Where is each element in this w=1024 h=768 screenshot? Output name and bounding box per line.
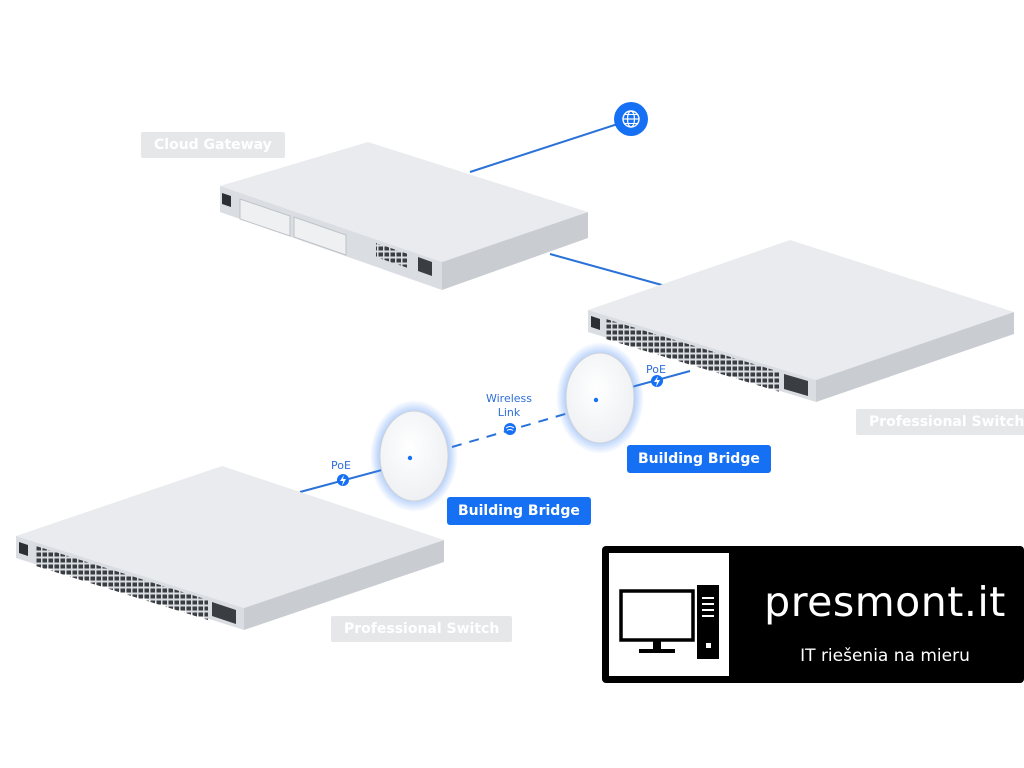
wireless-link-label: Wireless Link — [484, 392, 534, 420]
globe-icon — [614, 102, 648, 136]
poe-left-label: PoE — [331, 459, 351, 472]
computer-icon — [619, 585, 719, 659]
cloud-gateway-label: Cloud Gateway — [141, 132, 285, 158]
bridge-right-device — [556, 342, 644, 454]
logo-tagline: IT riešenia na mieru — [800, 646, 970, 666]
wireless-label-line1: Wireless — [485, 392, 533, 405]
poe-left-lightning-bolt-icon — [337, 474, 349, 486]
logo-name: presmont.it — [764, 578, 1006, 626]
switch-left-label: Professional Switch — [331, 616, 513, 642]
poe-right-label: PoE — [646, 363, 666, 376]
logo-icon-box — [609, 553, 729, 676]
cloud-gateway-device — [220, 142, 588, 290]
gateway-to-switch-link — [549, 253, 681, 291]
wifi-link-icon — [504, 423, 516, 435]
switch-right-device — [588, 240, 1014, 402]
poe-right-lightning-bolt-icon — [651, 375, 663, 387]
bridge-left-label: Building Bridge — [447, 497, 591, 525]
presmont-logo: presmont.it IT riešenia na mieru — [602, 546, 1024, 683]
wireless-label-line2: Link — [497, 406, 521, 419]
internet-link — [469, 119, 631, 173]
bridge-left-device — [370, 400, 458, 512]
switch-left-device — [16, 466, 444, 630]
switch-right-label: Professional Switch — [856, 409, 1024, 435]
bridge-right-label: Building Bridge — [627, 445, 771, 473]
